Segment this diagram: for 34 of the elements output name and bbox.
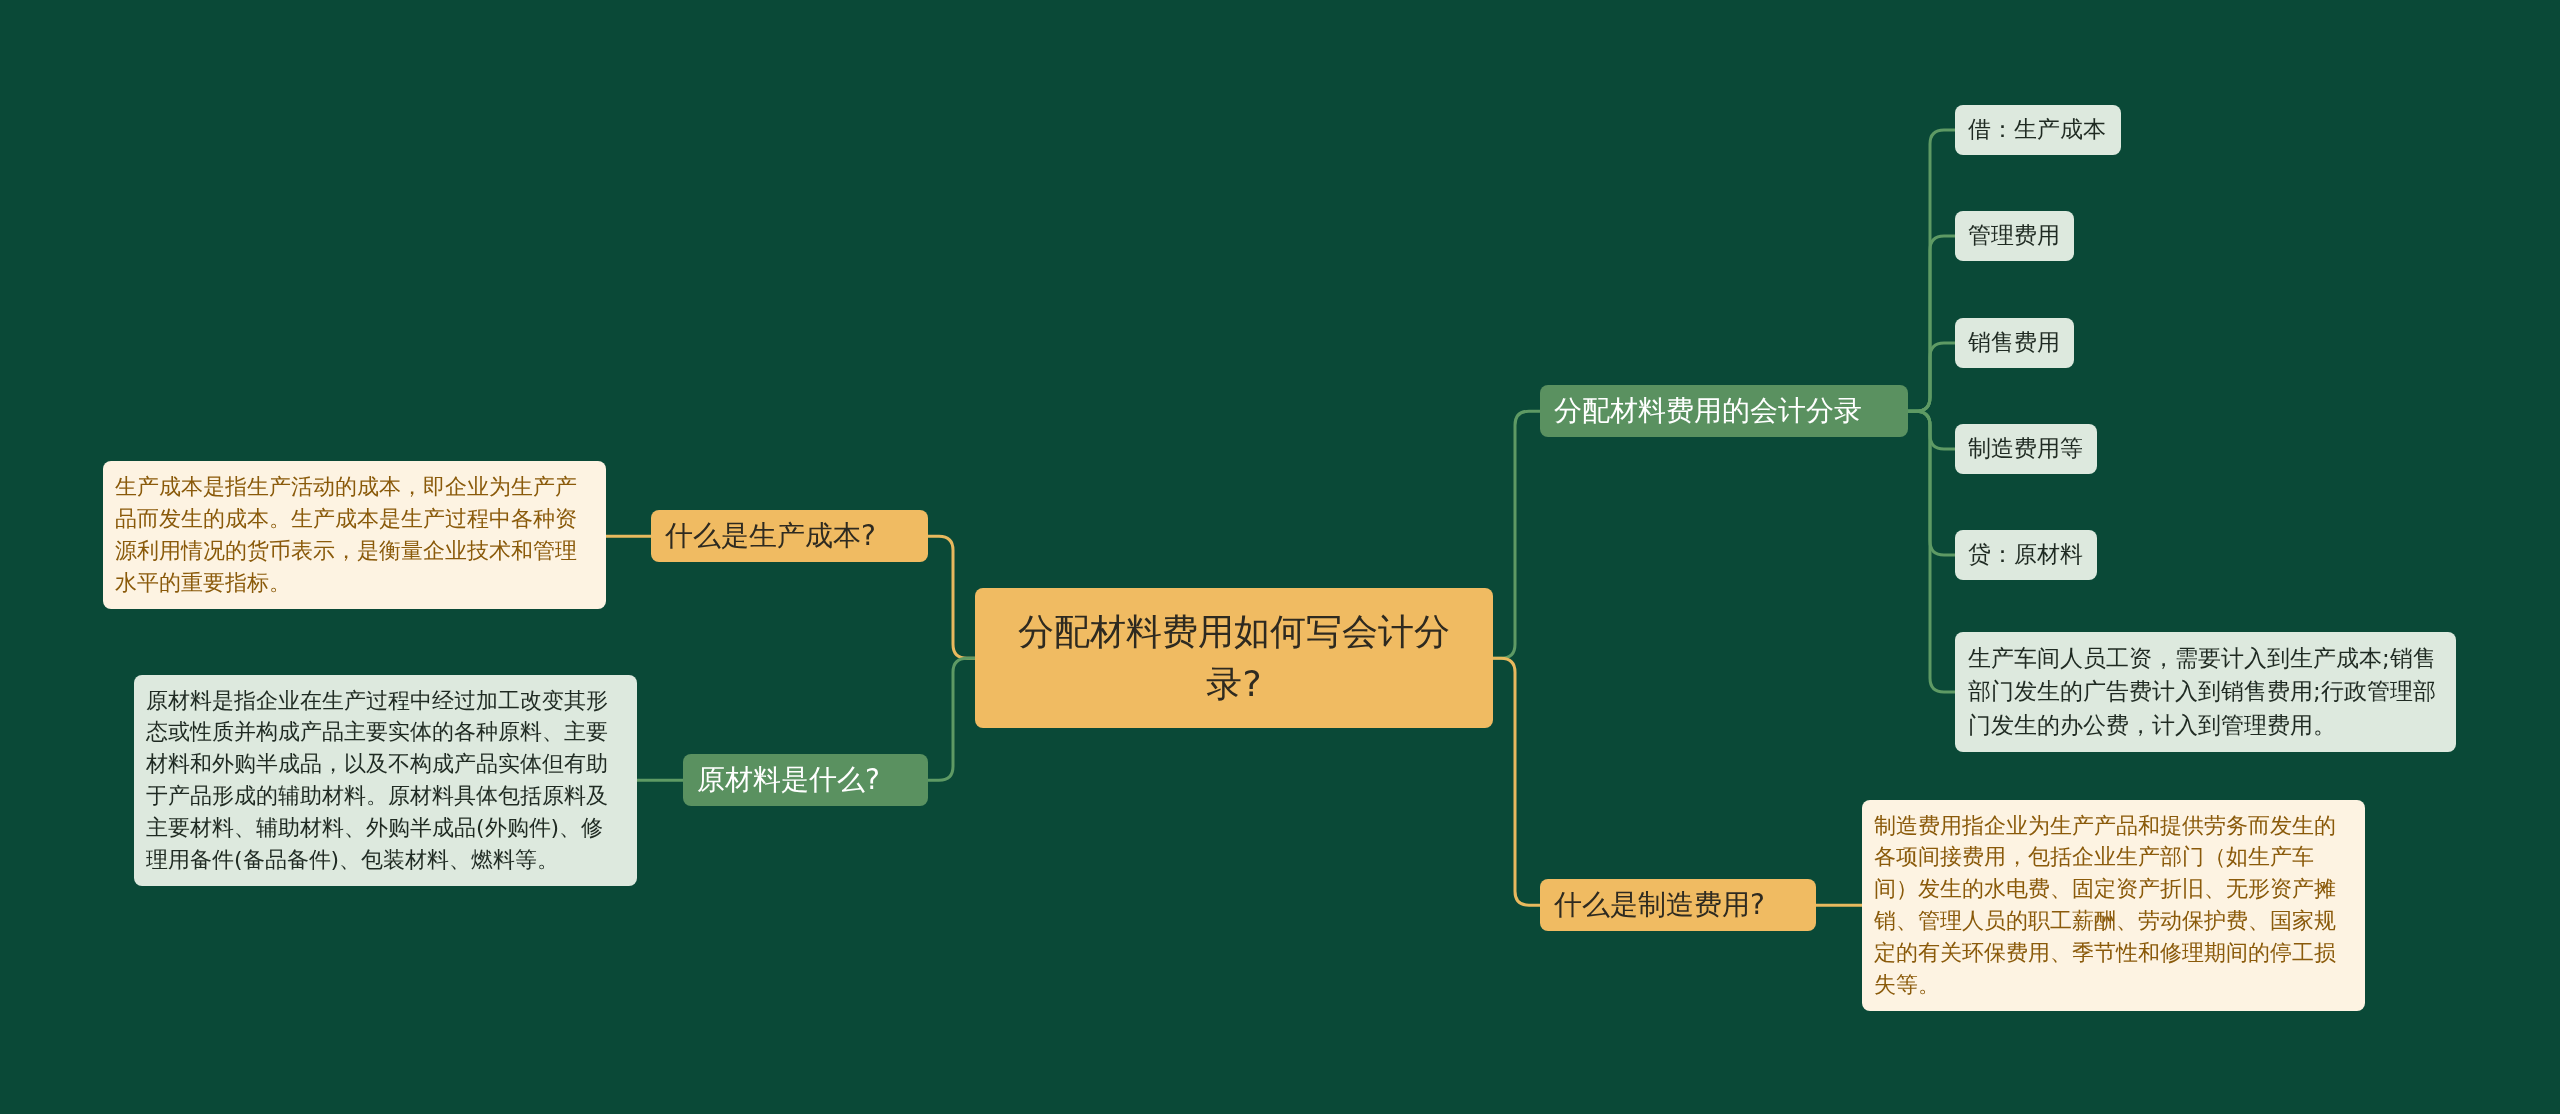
note-box	[1862, 799, 2365, 1011]
note-box	[134, 674, 637, 886]
subtopic-box	[1955, 318, 2074, 368]
topic-text: 什么是制造费用?	[1554, 887, 1765, 923]
subtopic-box	[1955, 530, 2097, 580]
subtopic-text: 贷：原材料	[1968, 540, 2083, 569]
subtopic-text: 制造费用等	[1968, 434, 2083, 463]
subtopic-text: 销售费用	[1968, 328, 2060, 357]
note-text: 原材料是指企业在生产过程中经过加工改变其形态或性质并构成产品主要实体的各种原料、主要材料和外购半成品，以及不构成产品实体但有助于产品形成的辅助材料。原材料具体包括原料及主要材料、辅助材料、外购半成品(外购件)、修理用备件(备品备件)、包装材料、燃料等。	[146, 686, 609, 874]
subtopic-box	[1955, 105, 2121, 155]
connector-line	[1908, 409, 1955, 694]
topic-text: 分配材料费用的会计分录	[1554, 393, 1862, 429]
subtopic-text: 借：生产成本	[1968, 115, 2106, 144]
connector-line	[637, 778, 683, 782]
topic-text: 原材料是什么?	[697, 762, 880, 798]
connector-line	[1493, 656, 1540, 907]
topic-box	[1540, 385, 1908, 438]
note-text: 生产成本是指生产活动的成本，即企业为生产产品而发生的成本。生产成本是生产过程中各种资源利用情况的货币表示，是衡量企业技术和管理水平的重要指标。	[115, 473, 578, 597]
central-topic-text: 分配材料费用如何写会计分录?	[1017, 610, 1451, 707]
topic-box	[651, 510, 928, 563]
subtopic-box	[1955, 632, 2456, 753]
topic-box	[683, 754, 928, 807]
note-text: 制造费用指企业为生产产品和提供劳务而发生的各项间接费用，包括企业生产部门（如生产车间）发生的水电费、固定资产折旧、无形资产摊销、管理人员的职工薪酬、劳动保护费、国家规定的有关环保费用、季节性和修理期间的停工损失等。	[1874, 811, 2337, 999]
subtopic-box	[1955, 424, 2097, 474]
subtopic-text: 管理费用	[1968, 221, 2060, 250]
topic-box	[1540, 879, 1816, 932]
connector-line	[928, 656, 975, 782]
subtopic-text: 生产车间人员工资，需要计入到生产成本;销售部门发生的广告费计入到销售费用;行政管理部门发生的办公费，计入到管理费用。	[1968, 644, 2437, 740]
connector-line	[1816, 903, 1862, 907]
note-box	[103, 461, 606, 609]
subtopic-box	[1955, 211, 2074, 261]
central-topic-box	[975, 588, 1493, 729]
connector-line	[606, 534, 651, 538]
topic-text: 什么是生产成本?	[665, 518, 876, 554]
